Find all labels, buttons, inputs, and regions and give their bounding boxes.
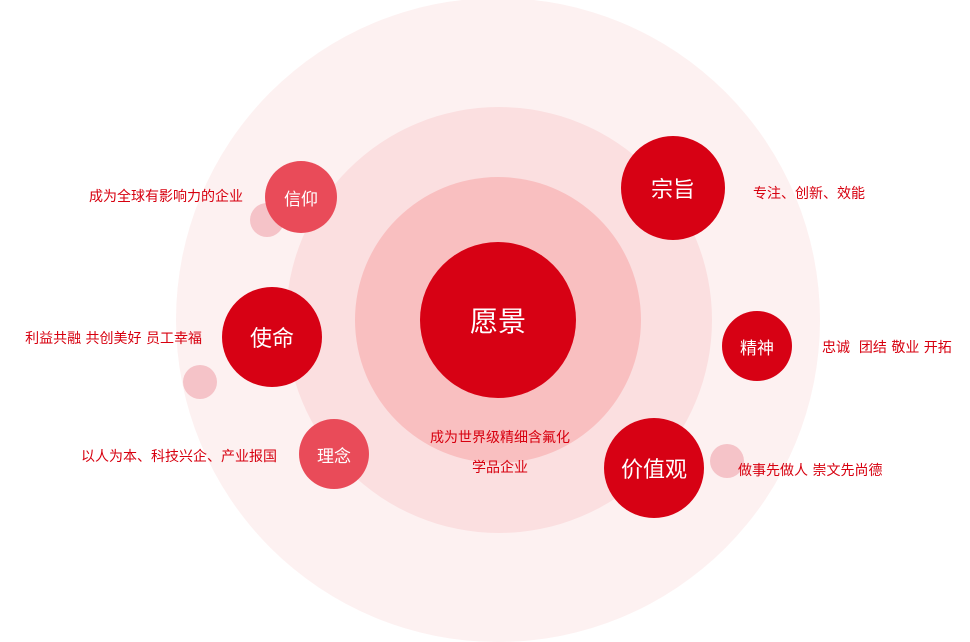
decor-bubble	[710, 444, 744, 478]
spirit-node: 精神	[722, 311, 792, 381]
spirit-desc: 忠诚 团结 敬业 开拓	[822, 340, 952, 356]
vision-desc-line1: 成为世界级精细含氟化	[430, 430, 570, 446]
mission-label: 使命	[249, 327, 294, 352]
mission-desc: 利益共融 共创美好 员工幸福	[25, 331, 202, 347]
purpose-node: 宗旨	[621, 136, 725, 240]
purpose-label: 宗旨	[650, 178, 695, 203]
belief-node: 信仰	[265, 161, 337, 233]
center-label: 愿景	[469, 305, 526, 338]
philosophy-node: 理念	[299, 419, 369, 489]
purpose-desc: 专注、创新、效能	[753, 186, 865, 202]
values-label: 价值观	[620, 458, 687, 483]
spirit-label: 精神	[740, 338, 774, 359]
philosophy-label: 理念	[317, 446, 351, 467]
mission-node: 使命	[222, 287, 322, 387]
vision-desc-line2: 学品企业	[472, 460, 528, 476]
decor-bubble	[183, 365, 217, 399]
values-desc: 做事先做人 崇文先尚德	[738, 463, 883, 479]
belief-desc: 成为全球有影响力的企业	[89, 189, 243, 205]
values-node: 价值观	[604, 418, 704, 518]
center-vision-node: 愿景	[420, 242, 576, 398]
philosophy-desc: 以人为本、科技兴企、产业报国	[81, 449, 277, 465]
belief-label: 信仰	[284, 189, 318, 210]
